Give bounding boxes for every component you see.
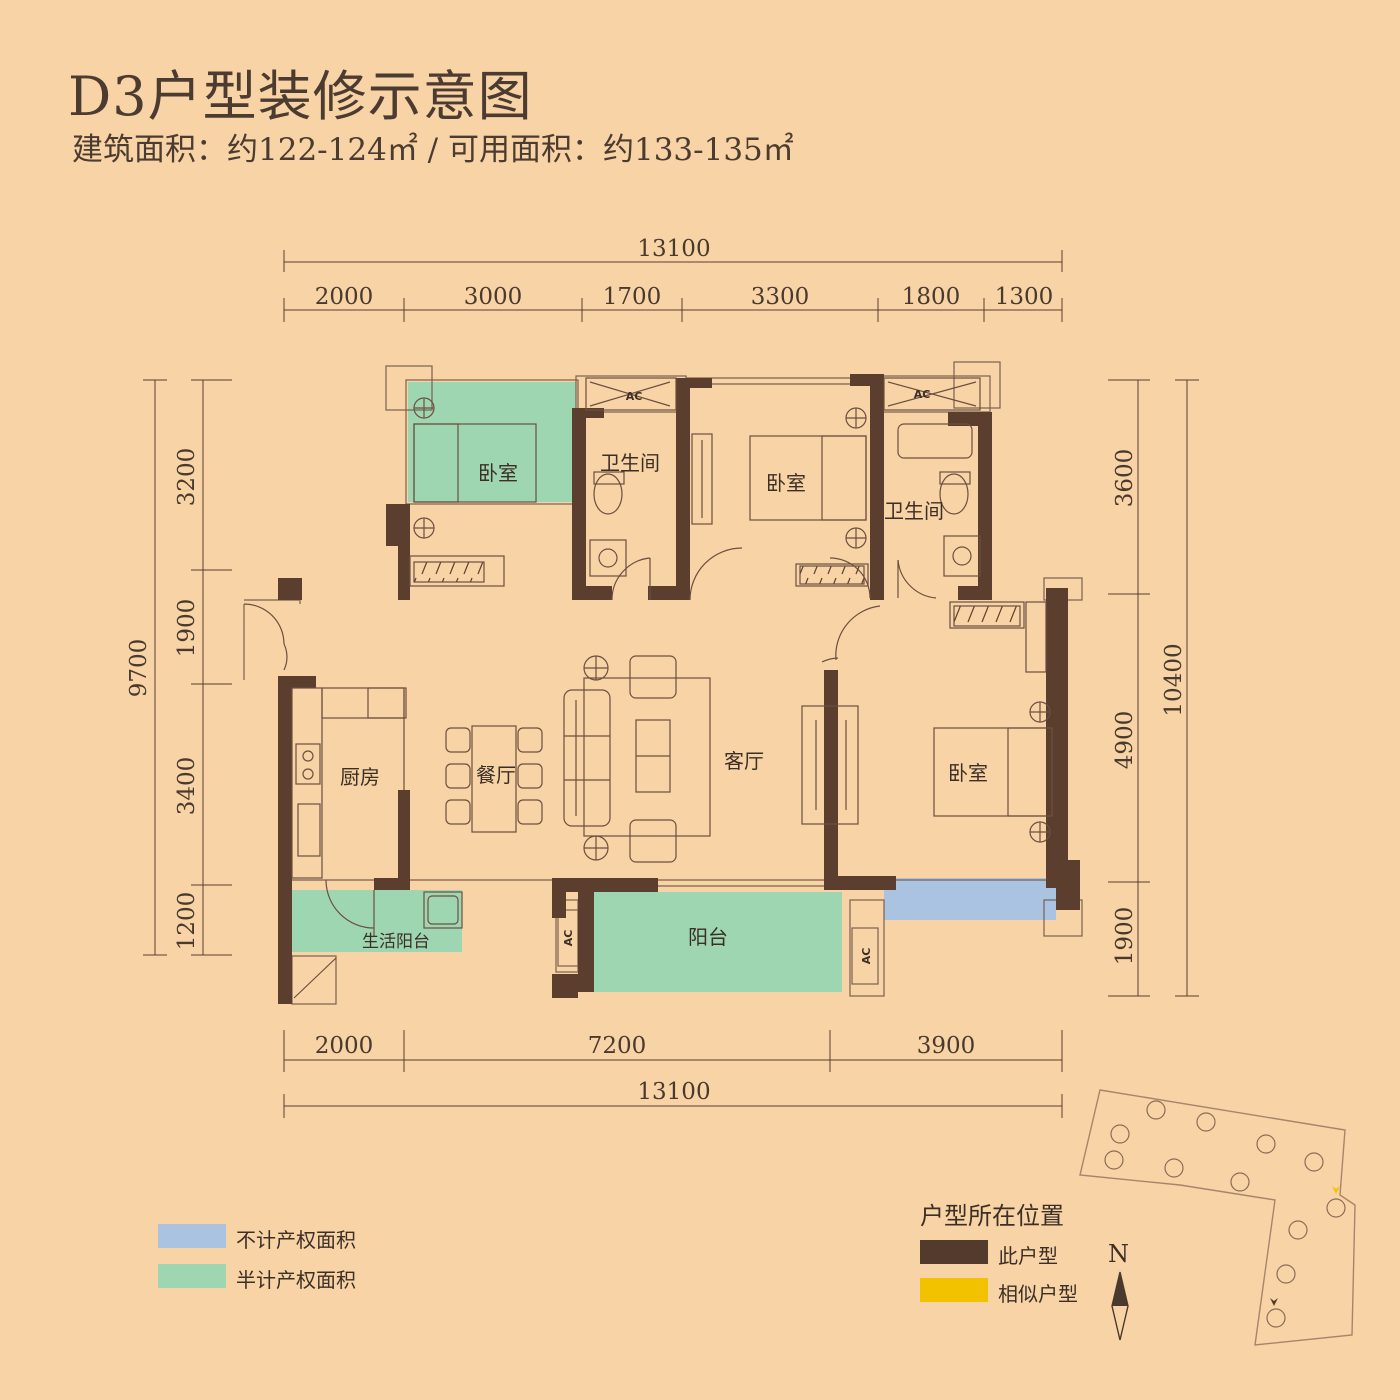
dim-top-1: 2000 bbox=[315, 284, 374, 310]
legend-half-counted: 半计产权面积 bbox=[236, 1268, 356, 1292]
dim-right-3: 1900 bbox=[1112, 907, 1138, 966]
label-balcony: 阳台 bbox=[688, 925, 728, 949]
dim-top-2: 3000 bbox=[464, 284, 523, 310]
label-living: 客厅 bbox=[724, 749, 764, 773]
label-bedroom-e: 卧室 bbox=[948, 761, 988, 785]
dim-right-2: 4900 bbox=[1112, 711, 1138, 770]
dim-top-6: 1300 bbox=[995, 284, 1054, 310]
legend-swatch-this-unit bbox=[920, 1240, 988, 1264]
legend-similar-unit: 相似户型 bbox=[998, 1282, 1078, 1306]
legend-this-unit: 此户型 bbox=[998, 1244, 1058, 1268]
area-subtitle: 建筑面积：约122-124㎡ / 可用面积：约133-135㎡ bbox=[72, 132, 794, 168]
dim-left-2: 1900 bbox=[174, 599, 200, 658]
half-area-bedroom-bay bbox=[408, 382, 576, 502]
label-ac-2: AC bbox=[914, 388, 931, 401]
dim-left-total: 9700 bbox=[126, 639, 152, 698]
dim-left-3: 3400 bbox=[174, 757, 200, 816]
label-bedroom-nw: 卧室 bbox=[478, 461, 518, 485]
dim-left-4: 1200 bbox=[174, 892, 200, 951]
label-ac-3: AC bbox=[562, 930, 575, 947]
legend-swatch-similar-unit bbox=[920, 1278, 988, 1302]
dim-right-total: 10400 bbox=[1161, 643, 1187, 716]
dimension-lines bbox=[143, 250, 1199, 1118]
label-bedroom-n: 卧室 bbox=[766, 471, 806, 495]
dim-top-total: 13100 bbox=[637, 236, 710, 262]
dim-bottom-1: 2000 bbox=[315, 1033, 374, 1059]
legend-swatch-half-counted bbox=[158, 1264, 226, 1288]
site-location-map bbox=[1079, 1089, 1356, 1346]
legend-not-counted: 不计产权面积 bbox=[236, 1228, 356, 1252]
north-label: N bbox=[1108, 1240, 1129, 1268]
label-bath-2: 卫生间 bbox=[884, 499, 944, 523]
page-title: D3户型装修示意图 bbox=[68, 65, 533, 128]
legend-swatch-not-counted bbox=[158, 1224, 226, 1248]
location-title: 户型所在位置 bbox=[920, 1202, 1064, 1230]
dim-bottom-total: 13100 bbox=[637, 1079, 710, 1105]
half-area-utility-balcony bbox=[292, 890, 462, 952]
dim-left-1: 3200 bbox=[174, 448, 200, 507]
dim-bottom-3: 3900 bbox=[917, 1033, 976, 1059]
dim-top-5: 1800 bbox=[902, 284, 961, 310]
label-kitchen: 厨房 bbox=[340, 765, 380, 789]
label-ac-1: AC bbox=[626, 390, 643, 403]
north-arrow-icon bbox=[1111, 1271, 1129, 1341]
label-ac-4: AC bbox=[860, 948, 873, 965]
label-utility-balcony: 生活阳台 bbox=[362, 932, 430, 952]
dim-top-3: 1700 bbox=[603, 284, 662, 310]
label-dining: 餐厅 bbox=[476, 763, 516, 787]
dim-bottom-2: 7200 bbox=[588, 1033, 647, 1059]
furniture bbox=[243, 377, 1053, 999]
label-bath-1: 卫生间 bbox=[600, 451, 660, 475]
half-area-balcony bbox=[594, 892, 842, 992]
dim-top-4: 3300 bbox=[751, 284, 810, 310]
dim-right-1: 3600 bbox=[1112, 449, 1138, 508]
excluded-area-bay bbox=[884, 878, 1056, 920]
